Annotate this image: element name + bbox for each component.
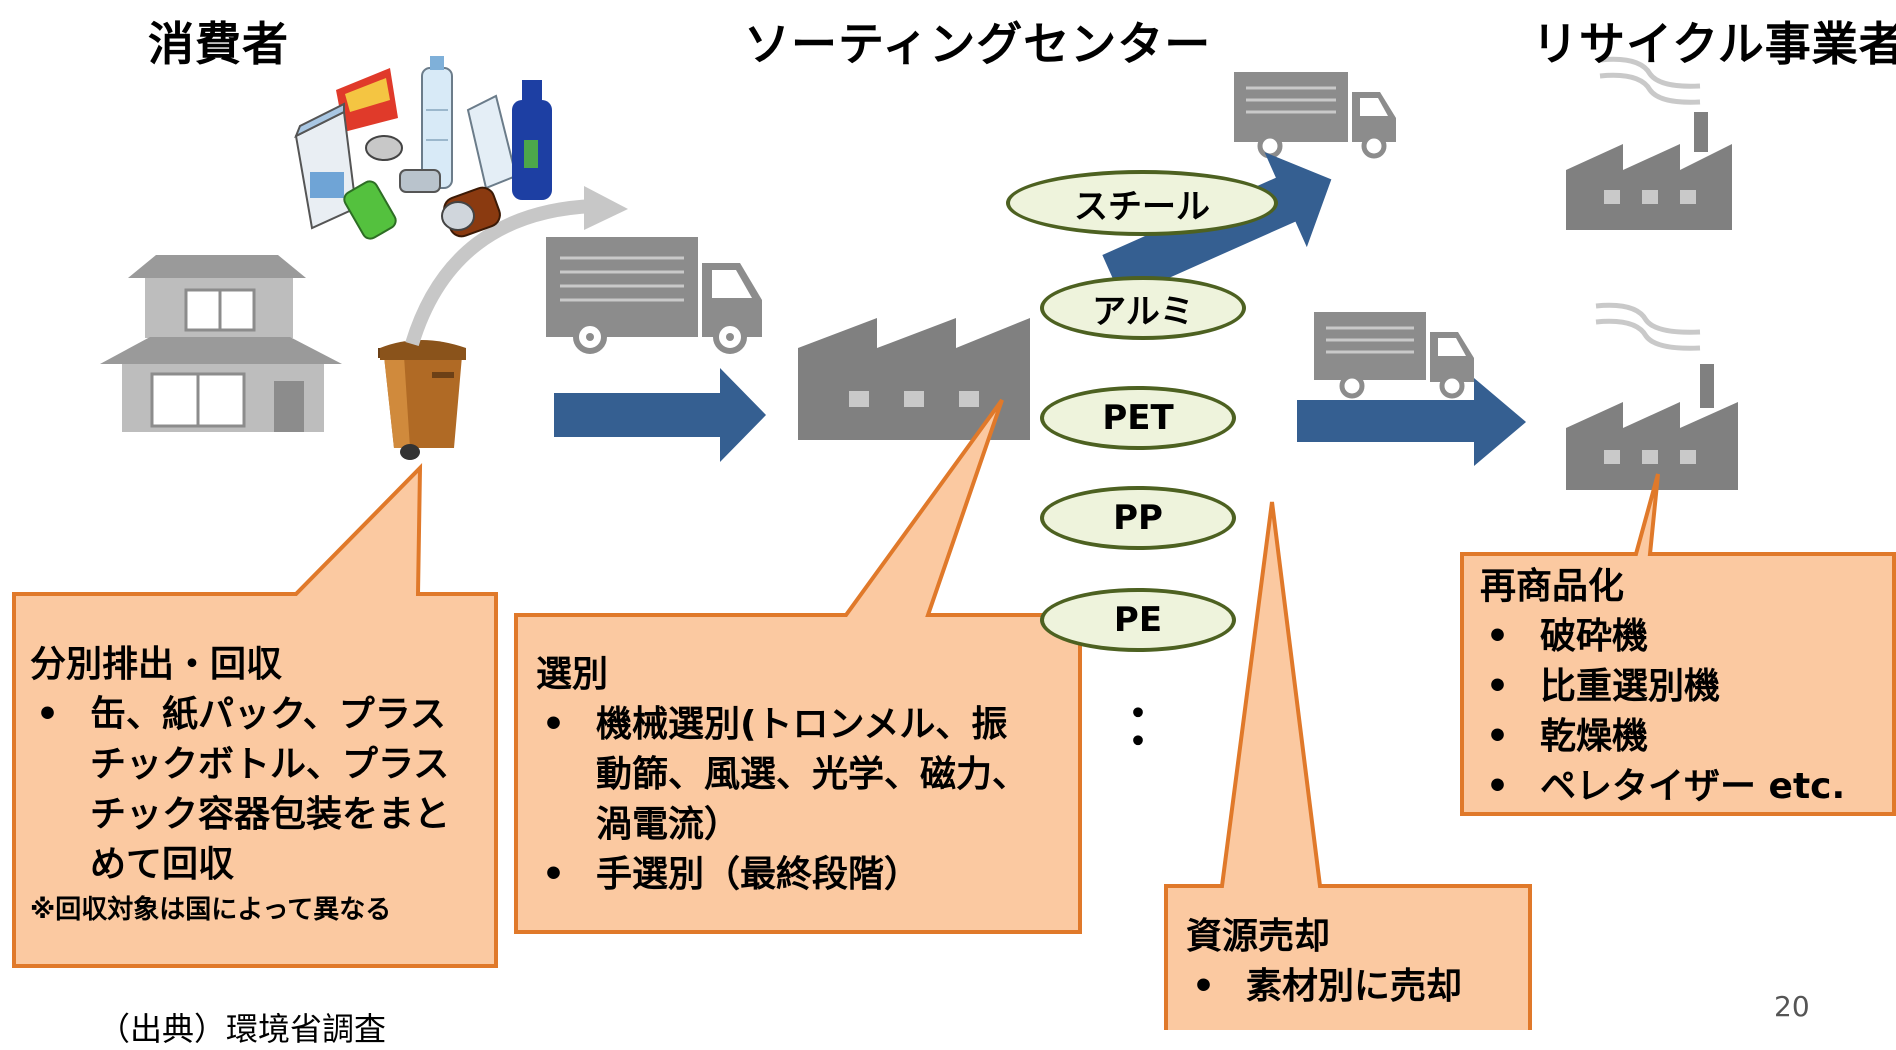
house-icon <box>100 255 342 432</box>
material-oval-pp: PP <box>1040 486 1236 550</box>
callout-item-cont: チックボトル、プラス <box>90 744 450 785</box>
callout-sale-shape <box>1164 501 1532 1030</box>
callout-title: 再商品化 <box>1480 566 1625 607</box>
curved-arrow-head-icon <box>584 186 628 230</box>
flow-arrow-to-recycler <box>1297 378 1526 466</box>
callout-item: 缶、紙パック、プラス <box>30 690 450 740</box>
callout-sale: 資源売却 素材別に売却 <box>1186 912 1462 1012</box>
curved-flow-arrow <box>405 199 595 347</box>
callout-title: 資源売却 <box>1186 916 1331 957</box>
callout-item-cont: チック容器包装をまと <box>90 794 451 835</box>
callout-item-cont: 動篩、風選、光学、磁力、 <box>596 754 1029 795</box>
trash-bin-icon <box>378 340 466 460</box>
factory-icon <box>798 318 1030 440</box>
callout-item: 素材別に売却 <box>1186 962 1462 1012</box>
material-oval-pe: PE <box>1040 588 1236 652</box>
callout-note: ※回収対象は国によって異なる <box>30 895 392 925</box>
truck-icon <box>1234 72 1396 159</box>
callout-item-cont: めて回収 <box>90 844 235 885</box>
header-recycler: リサイクル事業者 <box>1532 17 1896 71</box>
callout-recommercialize: 再商品化 破砕機 比重選別機 乾燥機 ペレタイザー etc. <box>1480 562 1845 812</box>
material-oval-steel: スチール <box>1006 170 1278 236</box>
page-number: 20 <box>1774 990 1810 1023</box>
callout-item-cont: 渦電流） <box>596 804 741 845</box>
callout-item: 破砕機 <box>1480 612 1845 662</box>
material-oval-aluminum: アルミ <box>1040 276 1246 340</box>
callout-item: 乾燥機 <box>1480 712 1845 762</box>
truck-icon <box>546 237 762 354</box>
callout-sorting: 選別 機械選別(トロンメル、振 動篩、風選、光学、磁力、 渦電流） 手選別（最終… <box>536 650 1028 900</box>
garbage-pile-icon <box>294 56 552 240</box>
callout-item: 比重選別機 <box>1480 662 1845 712</box>
callout-sorting-shape <box>514 398 1082 934</box>
header-consumer: 消費者 <box>148 17 289 71</box>
factory-icon <box>1566 56 1732 230</box>
callout-separation: 分別排出・回収 缶、紙パック、プラス チックボトル、プラス チック容器包装をまと… <box>30 640 450 930</box>
callout-title: 分別排出・回収 <box>30 644 283 685</box>
continuation-dots: ・ ・ <box>1118 691 1158 765</box>
material-oval-pet: PET <box>1040 386 1236 450</box>
callout-item: ペレタイザー etc. <box>1480 762 1845 812</box>
truck-icon <box>1314 312 1474 399</box>
callout-item: 機械選別(トロンメル、振 <box>536 700 1028 750</box>
source-citation: （出典）環境省調査 <box>98 1010 387 1048</box>
header-sorting-center: ソーティングセンター <box>744 17 1212 71</box>
factory-icon <box>1566 302 1738 490</box>
flow-arrow-to-sorting-center <box>554 368 766 462</box>
callout-item: 手選別（最終段階） <box>536 850 1028 900</box>
callout-title: 選別 <box>536 654 609 695</box>
